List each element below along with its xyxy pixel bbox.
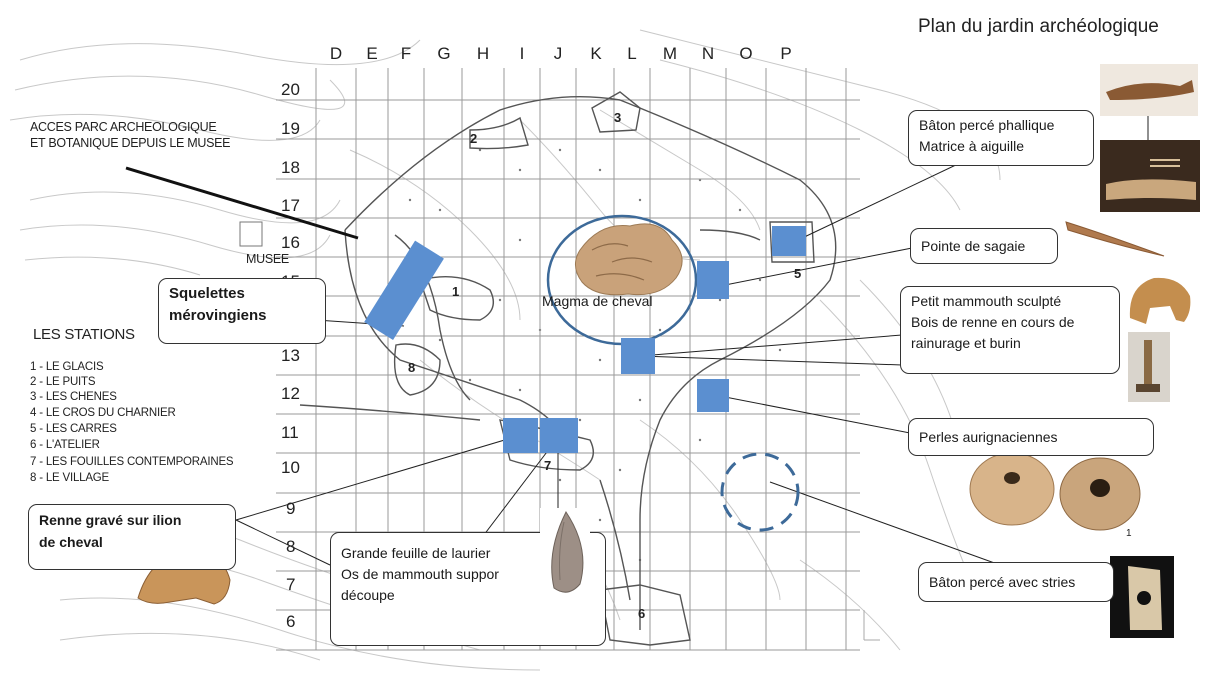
station-item: 4 - LE CROS DU CHARNIER [30, 407, 176, 419]
callout-mammouth: Petit mammouth sculpté Bois de renne en … [900, 286, 1120, 374]
site-number: 2 [470, 131, 478, 146]
grid-col-label: J [553, 44, 563, 63]
site-number: 7 [544, 458, 552, 473]
station-item: 6 - L'ATELIER [30, 439, 100, 451]
svg-text:1: 1 [1126, 528, 1132, 539]
grid-row-label: 19 [281, 119, 300, 138]
grid-col-label: O [739, 44, 753, 63]
stations-title: LES STATIONS [33, 326, 135, 343]
grid-col-label: P [780, 44, 792, 63]
marker-perles [697, 379, 729, 412]
station-item: 1 - LE GLACIS [30, 361, 104, 373]
grid-row-label: 7 [286, 575, 296, 594]
callout-perles: Perles aurignaciennes [908, 418, 1154, 456]
site-number: 6 [638, 606, 646, 621]
callout-line: Squelettes [169, 285, 245, 302]
station-item: 7 - LES FOUILLES CONTEMPORAINES [30, 456, 234, 468]
station-item: 5 - LES CARRES [30, 423, 117, 435]
callout-line: Renne gravé sur ilion [39, 512, 182, 528]
photo-perle-1 [969, 452, 1055, 526]
station-item: 3 - LES CHENES [30, 391, 117, 403]
callout-line: Bois de renne en cours de [911, 314, 1075, 330]
site-number: 3 [614, 110, 622, 125]
photo-feuille-laurier-overlay [540, 508, 590, 600]
grid-col-label: F [400, 44, 412, 63]
station-item: 2 - LE PUITS [30, 376, 96, 388]
museum-building [239, 221, 263, 247]
callout-line: de cheval [39, 534, 103, 550]
magma-label: Magma de cheval [542, 293, 653, 309]
grid-row-label: 9 [286, 499, 296, 518]
callout-line: découpe [341, 587, 395, 603]
grid-col-label: E [366, 44, 378, 63]
marker-renne [503, 418, 538, 453]
callout-line: Bâton percé phallique [919, 117, 1055, 133]
photo-matrice-aiguille [1100, 140, 1200, 212]
callout-line: Pointe de sagaie [921, 238, 1026, 254]
callout-line: Petit mammouth sculpté [911, 293, 1062, 309]
photo-sagaie [1065, 221, 1165, 257]
museum-label: MUSEE [246, 252, 289, 266]
grid-row-label: 10 [281, 458, 300, 477]
grid-col-label: G [437, 44, 451, 63]
callout-line: Bâton percé avec stries [929, 574, 1076, 590]
marker-merovingiens [364, 240, 444, 341]
grid-row-label: 11 [281, 423, 299, 442]
grid-row-label: 6 [286, 612, 296, 631]
callout-line: Os de mammouth suppor [341, 566, 499, 582]
grid-row-label: 17 [281, 196, 300, 215]
callout-baton-phallique: Bâton percé phallique Matrice à aiguille [908, 110, 1094, 166]
marker-laurier [540, 418, 578, 453]
callout-line: Matrice à aiguille [919, 138, 1025, 154]
callout-baton-stries: Bâton percé avec stries [918, 562, 1114, 602]
station-item: 8 - LE VILLAGE [30, 472, 110, 484]
corner-mark [863, 610, 880, 641]
grid-row-label: 20 [281, 80, 300, 99]
grid-col-label: I [519, 44, 525, 63]
callout-merovingiens: Squelettes mérovingiens [158, 278, 326, 344]
access-label-line2: ET BOTANIQUE DEPUIS LE MUSEE [30, 136, 231, 150]
find-markers [364, 226, 806, 453]
grid-col-label: N [701, 44, 715, 63]
grid-col-label: L [627, 44, 637, 63]
access-label-line1: ACCES PARC ARCHEOLOGIQUE [30, 120, 217, 134]
grid-col-label: D [329, 44, 343, 63]
site-number: 5 [794, 266, 802, 281]
access-line [125, 166, 359, 240]
grid-col-label: K [590, 44, 602, 63]
terrain-dots [408, 148, 782, 562]
callout-renne: Renne gravé sur ilion de cheval [28, 504, 236, 570]
grid-col-label: H [476, 44, 490, 63]
grid-row-label: 18 [281, 158, 300, 177]
callout-line: mérovingiens [169, 307, 267, 324]
site-number: 8 [408, 360, 416, 375]
dashed-search-circle [720, 452, 800, 532]
site-number: 1 [452, 284, 460, 299]
callout-line: Grande feuille de laurier [341, 545, 491, 561]
marker-mammouth [621, 338, 655, 374]
marker-sagaie [697, 261, 729, 299]
page-title: Plan du jardin archéologique [918, 16, 1159, 37]
magma-image [575, 223, 683, 296]
artifact-photos: 1 [137, 64, 1200, 638]
grid-row-label: 16 [281, 233, 300, 252]
grid-row-label: 12 [281, 384, 300, 403]
leader-lines [235, 116, 1149, 566]
grid-row-label: 8 [286, 537, 296, 556]
callout-laurier: Grande feuille de laurier Os de mammouth… [330, 532, 606, 646]
map-grid [276, 68, 860, 651]
marker-baton-phallique [772, 226, 806, 256]
grid-col-label: M [662, 44, 678, 63]
callout-line: rainurage et burin [911, 335, 1021, 351]
callout-sagaie: Pointe de sagaie [910, 228, 1058, 264]
callout-line: Perles aurignaciennes [919, 429, 1058, 445]
grid-row-label: 13 [281, 346, 300, 365]
